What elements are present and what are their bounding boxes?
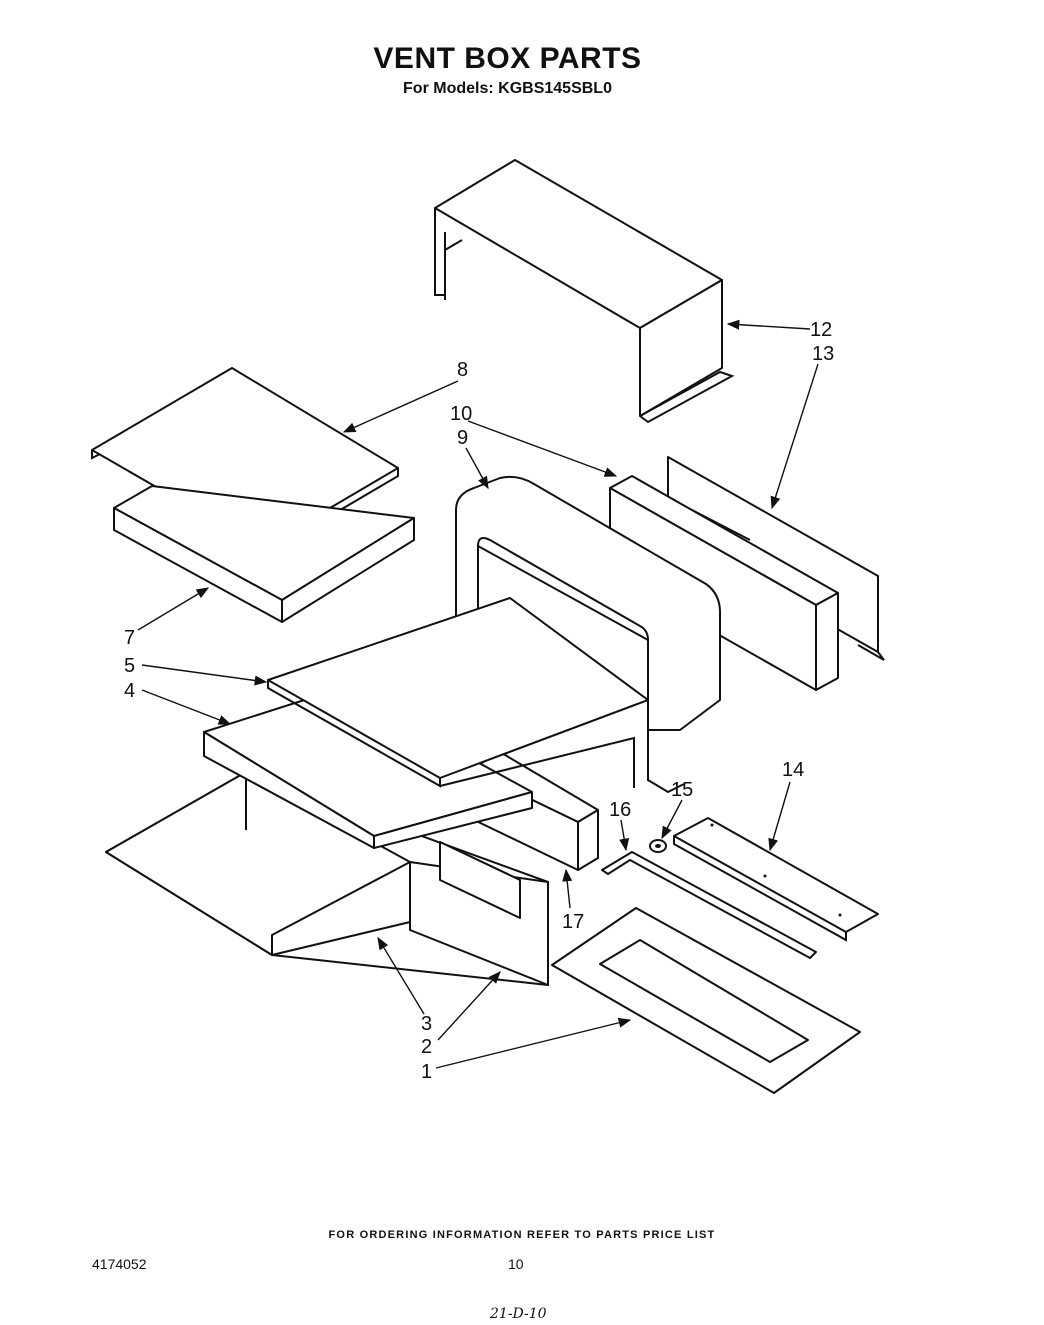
label-3: 3 xyxy=(421,1013,432,1035)
leader-4 xyxy=(141,689,232,725)
bottom-panel-part xyxy=(551,907,861,1094)
leader-15 xyxy=(661,799,683,840)
leader-5 xyxy=(141,664,268,686)
insulation-pad-part xyxy=(113,485,415,623)
ordering-info: FOR ORDERING INFORMATION REFER TO PARTS … xyxy=(328,1229,716,1241)
models-subtitle: For Models: KGBS145SBL0 xyxy=(403,80,612,97)
leader-8 xyxy=(342,380,459,433)
label-12: 12 xyxy=(810,319,832,341)
label-10: 10 xyxy=(450,403,472,425)
upper-plate-part xyxy=(267,597,649,788)
grommet-part xyxy=(649,839,667,853)
label-14: 14 xyxy=(782,759,804,781)
leader-13 xyxy=(770,363,819,510)
label-1: 1 xyxy=(421,1061,432,1083)
leader-14 xyxy=(768,781,791,852)
page-number: 10 xyxy=(508,1256,524,1272)
leader-7 xyxy=(137,587,210,631)
label-9: 9 xyxy=(457,427,468,449)
label-16: 16 xyxy=(609,799,631,821)
label-5: 5 xyxy=(124,655,135,677)
leader-12 xyxy=(726,319,811,330)
leader-10 xyxy=(467,420,618,477)
leader-1 xyxy=(435,1017,632,1069)
base-tray-part xyxy=(105,771,549,986)
label-4: 4 xyxy=(124,680,135,702)
label-17: 17 xyxy=(562,911,584,933)
lower-plate-part xyxy=(203,687,533,849)
side-bracket-part xyxy=(271,861,411,956)
label-7: 7 xyxy=(124,627,135,649)
duct-frame-part xyxy=(455,475,721,794)
label-15: 15 xyxy=(671,779,693,801)
label-8: 8 xyxy=(457,359,468,381)
document-number: 4174052 xyxy=(92,1256,147,1272)
page-title: VENT BOX PARTS xyxy=(373,42,642,75)
handwritten-note: 21-D-10 xyxy=(490,1306,547,1322)
rod-part xyxy=(601,851,817,959)
leader-3 xyxy=(377,936,425,1015)
label-2: 2 xyxy=(421,1036,432,1058)
leader-9 xyxy=(465,447,489,490)
mounting-rail-part xyxy=(673,817,879,942)
leader-16 xyxy=(619,819,630,852)
leader-17 xyxy=(562,868,573,909)
label-13: 13 xyxy=(812,343,834,365)
top-cover-part xyxy=(434,159,735,424)
leader-2 xyxy=(437,971,501,1041)
